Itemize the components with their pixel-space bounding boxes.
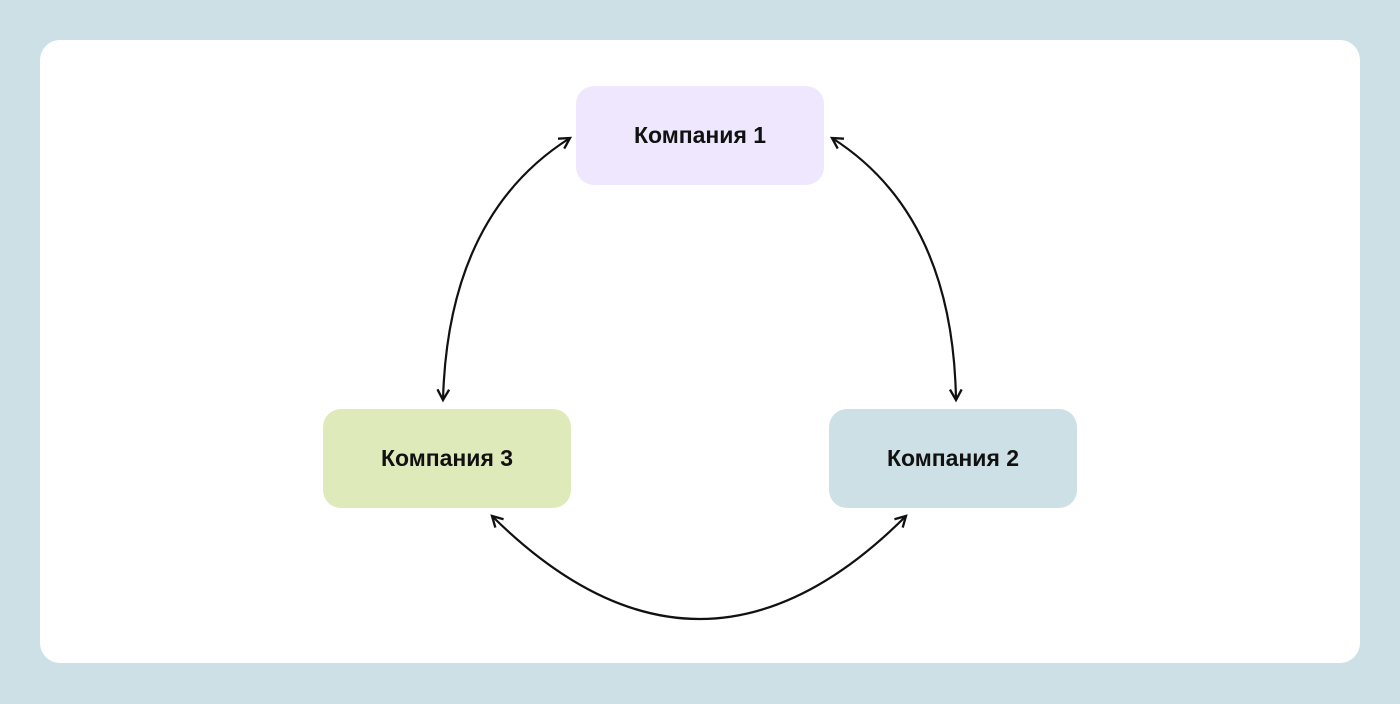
node-label: Компания 2 xyxy=(886,445,1020,471)
node-label: Компания 1 xyxy=(633,122,767,148)
arrow-company1-company3 xyxy=(443,138,570,400)
node-company-3: Компания 3 xyxy=(323,409,571,508)
node-company-2: Компания 2 xyxy=(829,409,1077,508)
arrow-company3-company2 xyxy=(492,516,906,620)
node-company-1: Компания 1 xyxy=(576,86,824,185)
arrow-company1-company2 xyxy=(832,138,956,400)
node-label: Компания 3 xyxy=(380,445,514,471)
